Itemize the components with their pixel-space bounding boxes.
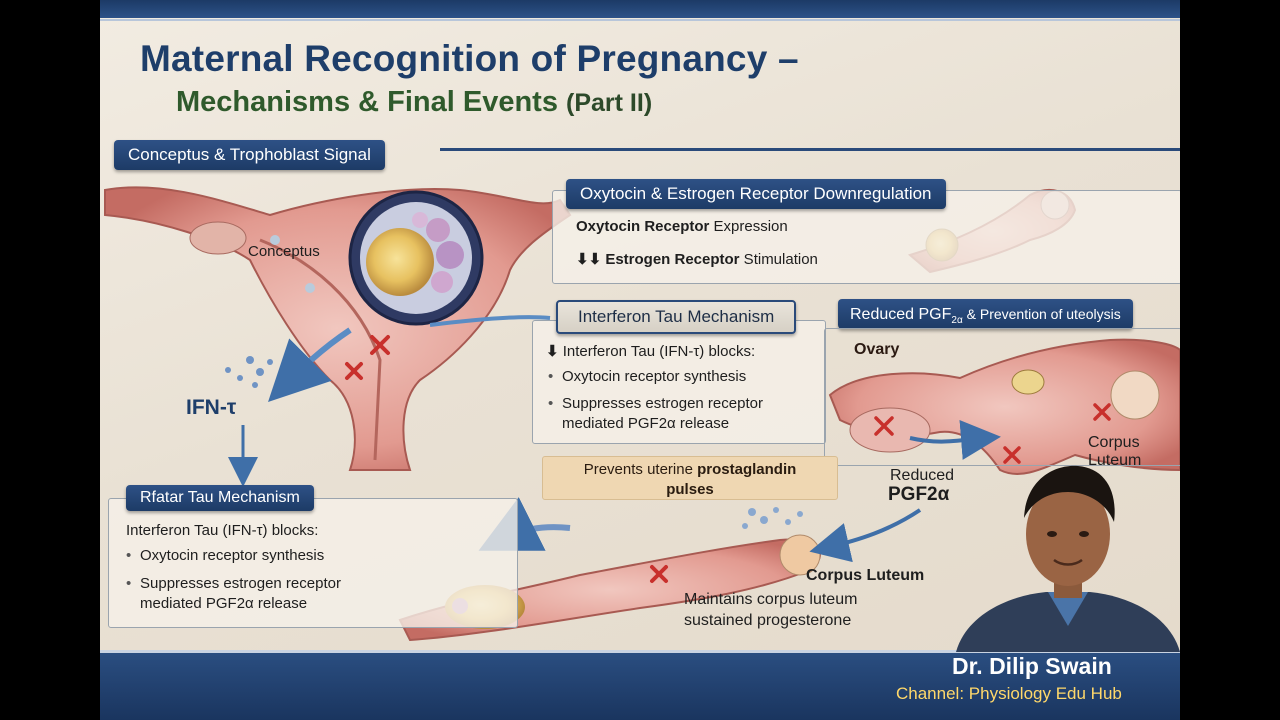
conceptus-section-label: Conceptus & Trophoblast Signal xyxy=(114,140,385,170)
reduced-pgf-section-label: Reduced PGF2α & Prevention of uteolysis xyxy=(838,299,1133,329)
interferon-bullet-1: • Oxytocin receptor synthesis xyxy=(548,367,746,387)
oxytocin-receptor-term: Oxytocin Receptor xyxy=(576,218,710,235)
top-band xyxy=(100,0,1180,21)
interferon-down-arrow-icon: ⬇ xyxy=(546,343,559,360)
oxytocin-section-label: Oxytocin & Estrogen Receptor Downregulat… xyxy=(566,179,946,209)
oxytocin-line-1: Oxytocin Receptor Expression xyxy=(576,218,788,235)
section-rule-top xyxy=(440,148,1180,151)
interferon-section-label: Interferon Tau Mechanism xyxy=(556,300,797,334)
corpus-luteum-right-2: Luteum xyxy=(1088,452,1142,469)
bottom-band xyxy=(100,650,1180,720)
conceptus-label: Conceptus xyxy=(248,243,320,260)
bullet-dot-icon: • xyxy=(126,547,132,564)
maintains-line-2: sustained progesterone xyxy=(684,612,852,629)
title-part-label: (Part II) xyxy=(566,89,653,117)
oxytocin-line-2: ⬇⬇ Estrogen Receptor Stimulation xyxy=(576,250,818,268)
interferon-panel xyxy=(532,320,826,444)
lower-lead: Interferon Tau (IFN-τ) blocks: xyxy=(126,522,319,539)
bullet-dot-icon: • xyxy=(126,575,132,592)
prostaglandin-note: Prevents uterine prostaglandin pulses xyxy=(542,456,838,500)
maintains-line-1: Maintains corpus luteum xyxy=(684,591,858,608)
interferon-bullet-2: • Suppresses estrogen receptor xyxy=(548,394,763,414)
reduced-pgf-subscript: 2α xyxy=(951,315,963,327)
title-line-2-main: Mechanisms & Final Events xyxy=(176,86,558,118)
interferon-bullet-1-text: Oxytocin receptor synthesis xyxy=(562,368,747,385)
lower-section-label: Rfatar Tau Mechanism xyxy=(126,485,314,511)
lower-panel xyxy=(108,498,518,628)
interferon-bullet-2a-text: Suppresses estrogen receptor xyxy=(562,395,763,412)
ovary-label: Ovary xyxy=(854,341,900,358)
sticky-line-1a: Prevents uterine xyxy=(583,461,698,478)
sticky-line-1b: prostaglandin xyxy=(697,461,797,478)
slide: Maternal Recognition of Pregnancy – Mech… xyxy=(100,0,1180,720)
lower-bullet-2: • Suppresses estrogen receptor xyxy=(126,574,341,594)
ifn-tau-label: IFN-τ xyxy=(186,396,237,419)
reduced-pgf-panel xyxy=(824,328,1180,466)
oxytocin-line-2-rest: Stimulation xyxy=(739,251,818,268)
double-down-arrow-icon: ⬇⬇ xyxy=(576,251,602,268)
presenter-avatar-icon xyxy=(956,465,1180,652)
reduced-pgf-rest: & Prevention of uteolysis xyxy=(962,306,1121,322)
uterus-body xyxy=(104,186,572,471)
reduced-pgf-text: Reduced PGF xyxy=(850,306,952,323)
lower-bullet-2b: mediated PGF2α release xyxy=(140,595,308,612)
interferon-lead: ⬇ Interferon Tau (IFN-τ) blocks: xyxy=(546,342,755,360)
lower-bullet-1: • Oxytocin receptor synthesis xyxy=(126,546,324,566)
title-line-2: Mechanisms & Final Events (Part II) xyxy=(176,86,652,119)
bullet-dot-icon: • xyxy=(548,368,554,385)
corpus-luteum-bottom-label: Corpus Luteum xyxy=(806,567,925,584)
bullet-dot-icon: • xyxy=(548,395,554,412)
interferon-lead-text: Interferon Tau (IFN-τ) blocks: xyxy=(562,343,756,360)
estrogen-receptor-term: Estrogen Receptor xyxy=(605,251,740,268)
lower-bullet-2a-text: Suppresses estrogen receptor xyxy=(140,575,341,592)
reduced-label: Reduced xyxy=(890,467,955,484)
reduced-pgf2a-label: PGF2α xyxy=(888,484,950,505)
sticky-line-2: pulses xyxy=(666,481,714,498)
lower-bullet-1-text: Oxytocin receptor synthesis xyxy=(140,547,325,564)
presenter-name: Dr. Dilip Swain xyxy=(952,653,1112,679)
title-line-1: Maternal Recognition of Pregnancy – xyxy=(140,38,799,79)
channel-name: Channel: Physiology Edu Hub xyxy=(896,684,1122,703)
corpus-luteum-right-1: Corpus xyxy=(1088,434,1140,451)
interferon-bullet-2b: mediated PGF2α release xyxy=(562,415,730,432)
presenter-photo xyxy=(956,456,1180,652)
oxytocin-line-1-rest: Expression xyxy=(709,218,788,235)
